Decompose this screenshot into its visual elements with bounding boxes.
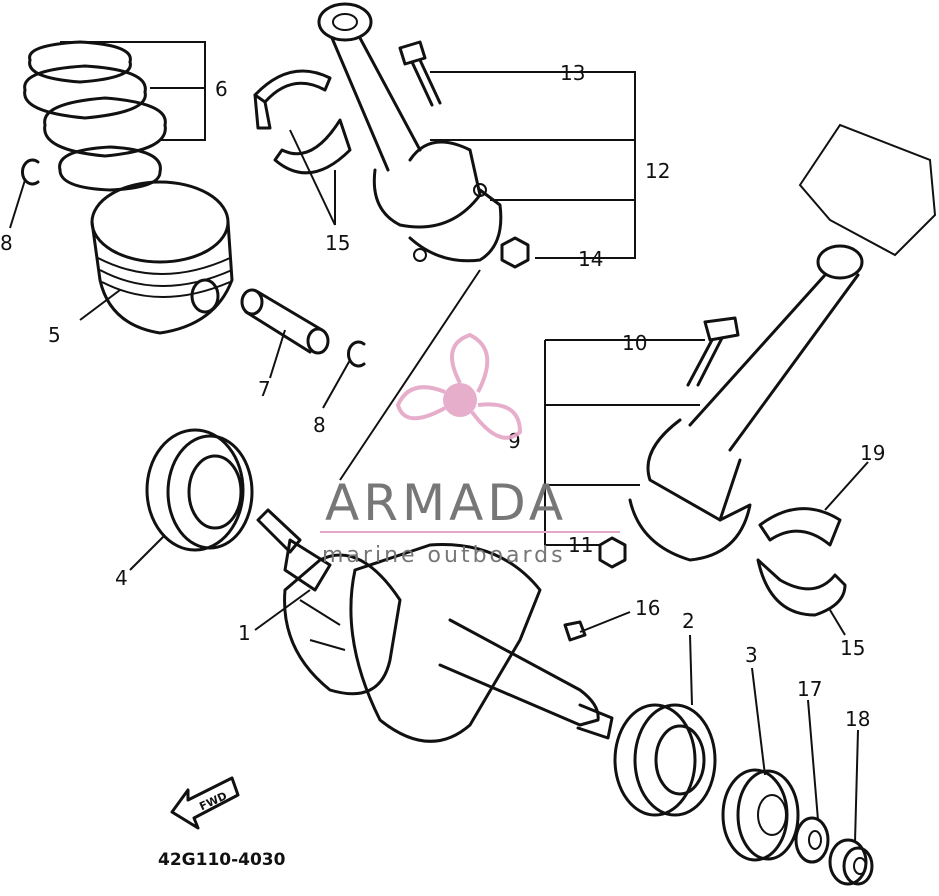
circlip-right bbox=[346, 340, 366, 368]
bearing-halves-right bbox=[756, 507, 847, 617]
part-code: 42G110-4030 bbox=[158, 850, 286, 870]
rod-bolt bbox=[398, 40, 442, 107]
callout-8a: 8 bbox=[0, 231, 13, 255]
callout-6: 6 bbox=[215, 77, 228, 101]
callout-14: 14 bbox=[578, 247, 603, 271]
crankshaft bbox=[256, 508, 614, 743]
callout-3: 3 bbox=[745, 643, 758, 667]
piston-pin bbox=[240, 288, 330, 355]
callout-8b: 8 bbox=[313, 413, 326, 437]
cylinder-outline bbox=[798, 123, 937, 257]
callout-16: 16 bbox=[635, 596, 660, 620]
callout-18: 18 bbox=[845, 707, 870, 731]
rod-nut-right bbox=[598, 536, 627, 569]
rod-nut bbox=[500, 236, 530, 269]
callout-17: 17 bbox=[797, 677, 822, 701]
main-bearing-right bbox=[613, 703, 717, 817]
circlip-left bbox=[20, 158, 40, 186]
connecting-rod-right bbox=[628, 244, 864, 562]
watermark-title: ARMADA bbox=[325, 474, 567, 532]
callout-1: 1 bbox=[238, 621, 251, 645]
callout-2: 2 bbox=[682, 609, 695, 633]
woodruff-key bbox=[563, 620, 587, 642]
watermark: ARMADA marine outboards bbox=[320, 332, 620, 568]
piston bbox=[90, 180, 234, 335]
piston-rings bbox=[23, 40, 167, 192]
rod-bolt-right bbox=[686, 316, 740, 387]
watermark-subtitle: marine outboards bbox=[322, 543, 566, 568]
drive-gear bbox=[721, 768, 800, 862]
callout-13: 13 bbox=[560, 61, 585, 85]
callout-7: 7 bbox=[258, 377, 271, 401]
bearing-halves-top bbox=[253, 69, 352, 175]
callout-5: 5 bbox=[48, 323, 61, 347]
crank-nut bbox=[828, 838, 874, 886]
main-bearing-left bbox=[145, 428, 254, 552]
callout-numbers: 1 2 3 4 5 6 7 8 8 9 10 11 12 13 14 15 15… bbox=[0, 61, 885, 731]
callout-15b: 15 bbox=[840, 636, 865, 660]
callout-15a: 15 bbox=[325, 231, 350, 255]
callout-10: 10 bbox=[622, 331, 647, 355]
leader-lines bbox=[9, 41, 869, 843]
callout-19: 19 bbox=[860, 441, 885, 465]
connecting-rod-top bbox=[317, 2, 503, 263]
propeller-logo-icon bbox=[395, 332, 523, 440]
washer bbox=[794, 816, 830, 864]
callout-12: 12 bbox=[645, 159, 670, 183]
fwd-arrow: FWD bbox=[170, 776, 240, 830]
callout-11: 11 bbox=[568, 533, 593, 557]
callout-4: 4 bbox=[115, 566, 128, 590]
